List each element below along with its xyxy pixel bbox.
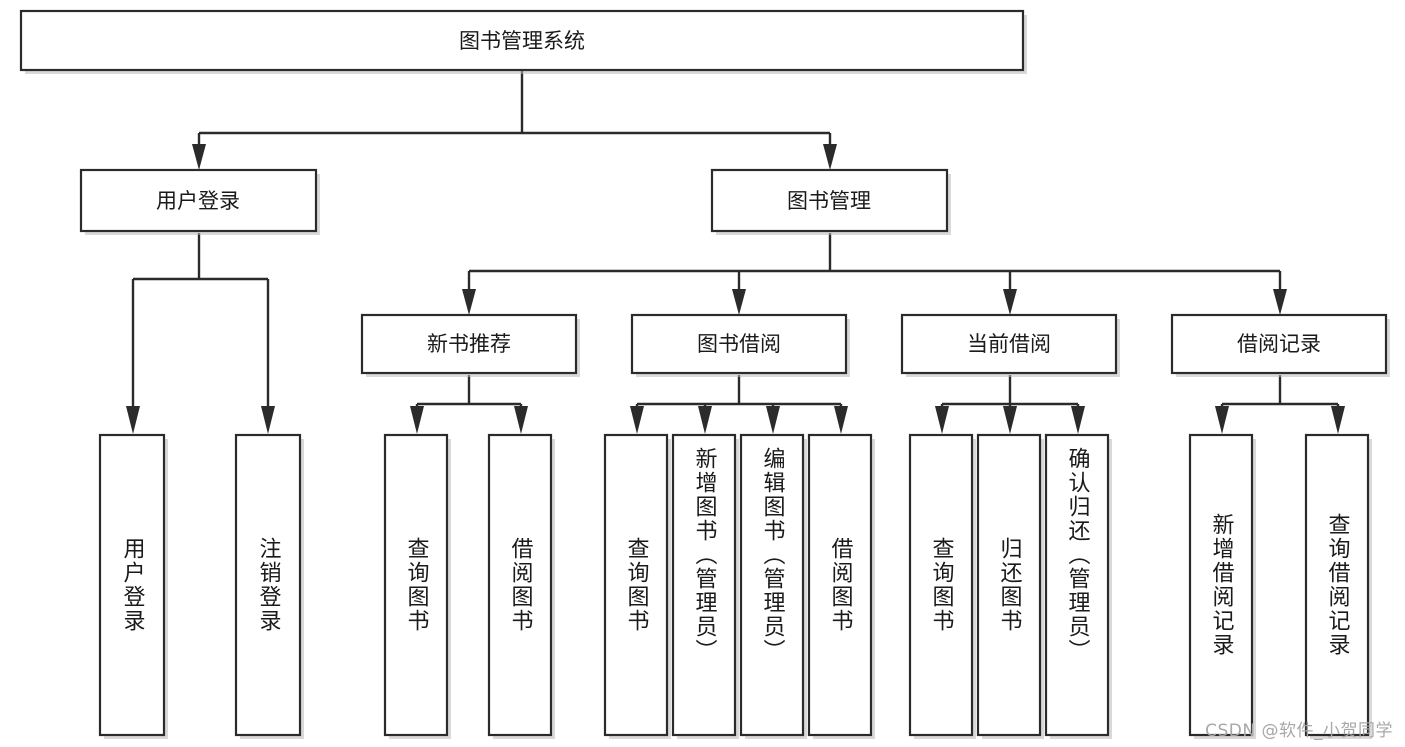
- leaf-query-book-2-box: [603, 433, 669, 737]
- arrow-to-leaf-query-book-3: [935, 406, 949, 434]
- book-manage-box: [710, 168, 949, 233]
- leaf-confirm-return-label: 确认归还（管理员）: [1065, 447, 1091, 663]
- leaf-query-book-3-box: [908, 433, 974, 737]
- new-book-recommend-label: 新书推荐: [427, 332, 511, 356]
- arrow-to-leaf-return-book: [1003, 406, 1017, 434]
- arrow-to-leaf-borrow-book-1: [514, 406, 528, 434]
- book-manage-label: 图书管理: [787, 189, 871, 213]
- leaf-user-login-box: [98, 433, 166, 737]
- connector-layer: [126, 70, 1345, 434]
- leaf-logout-box: [234, 433, 302, 737]
- node-leaf-user-login[interactable]: 用户登录: [98, 433, 168, 739]
- node-book-manage[interactable]: 图书管理: [710, 168, 951, 235]
- current-borrow-label: 当前借阅: [967, 332, 1051, 356]
- arrow-to-leaf-edit-book: [766, 406, 780, 434]
- leaf-edit-book-box: [739, 433, 805, 737]
- node-leaf-query-book-2[interactable]: 查询图书: [603, 433, 671, 739]
- leaf-add-book-box: [671, 433, 737, 737]
- arrow-to-new-book-recommend: [462, 289, 476, 315]
- arrow-to-leaf-borrow-book-2: [834, 406, 848, 434]
- leaf-query-book-3-label: 查询图书: [929, 537, 955, 633]
- user-login-label: 用户登录: [156, 189, 240, 213]
- leaf-edit-book-label: 编辑图书（管理员）: [760, 447, 786, 663]
- node-leaf-add-record[interactable]: 新增借阅记录: [1188, 433, 1256, 739]
- leaf-add-record-label: 新增借阅记录: [1209, 513, 1235, 657]
- leaf-add-book-label: 新增图书（管理员）: [692, 447, 718, 663]
- book-borrow-box: [630, 313, 848, 375]
- current-borrow-box: [900, 313, 1118, 375]
- node-leaf-borrow-book-1[interactable]: 借阅图书: [487, 433, 555, 739]
- arrow-to-leaf-logout: [261, 406, 275, 434]
- node-leaf-add-book[interactable]: 新增图书（管理员）: [671, 433, 739, 739]
- node-user-login[interactable]: 用户登录: [79, 168, 320, 235]
- new-book-recommend-box: [360, 313, 578, 375]
- csdn-watermark: CSDN @软件_小贺同学: [1205, 721, 1393, 741]
- leaf-borrow-book-2-box: [807, 433, 873, 737]
- leaf-return-book-box: [976, 433, 1042, 737]
- arrow-to-leaf-query-record: [1331, 406, 1345, 434]
- borrow-record-label: 借阅记录: [1237, 332, 1321, 356]
- root-box: [19, 9, 1025, 72]
- node-book-borrow[interactable]: 图书借阅: [630, 313, 850, 377]
- user-login-box: [79, 168, 318, 233]
- node-leaf-return-book[interactable]: 归还图书: [976, 433, 1044, 739]
- arrow-to-current-borrow: [1003, 289, 1017, 315]
- node-leaf-query-record[interactable]: 查询借阅记录: [1304, 433, 1372, 739]
- node-leaf-query-book-3[interactable]: 查询图书: [908, 433, 976, 739]
- leaf-query-record-label: 查询借阅记录: [1325, 513, 1351, 657]
- leaf-logout-label: 注销登录: [256, 537, 282, 633]
- leaf-borrow-book-1-label: 借阅图书: [508, 537, 534, 633]
- leaf-return-book-label: 归还图书: [997, 537, 1023, 633]
- book-borrow-label: 图书借阅: [697, 332, 781, 356]
- node-new-book-recommend[interactable]: 新书推荐: [360, 313, 580, 377]
- leaf-query-record-box: [1304, 433, 1370, 737]
- leaf-confirm-return-box: [1044, 433, 1110, 737]
- arrow-root-to-bookmanage: [823, 144, 837, 170]
- arrow-to-leaf-query-book-1: [410, 406, 424, 434]
- arrow-to-book-borrow: [732, 289, 746, 315]
- node-leaf-confirm-return[interactable]: 确认归还（管理员）: [1044, 433, 1112, 739]
- leaf-borrow-book-2-label: 借阅图书: [828, 537, 854, 633]
- leaf-add-record-box: [1188, 433, 1254, 737]
- node-leaf-borrow-book-2[interactable]: 借阅图书: [807, 433, 875, 739]
- node-leaf-logout[interactable]: 注销登录: [234, 433, 304, 739]
- node-borrow-record[interactable]: 借阅记录: [1170, 313, 1390, 377]
- root-label: 图书管理系统: [459, 29, 585, 53]
- node-current-borrow[interactable]: 当前借阅: [900, 313, 1120, 377]
- node-root[interactable]: 图书管理系统: [19, 9, 1027, 74]
- arrow-to-leaf-add-book: [698, 406, 712, 434]
- node-leaf-edit-book[interactable]: 编辑图书（管理员）: [739, 433, 807, 739]
- arrow-to-borrow-record: [1273, 289, 1287, 315]
- leaf-borrow-book-1-box: [487, 433, 553, 737]
- arrow-to-leaf-query-book-2: [630, 406, 644, 434]
- leaf-query-book-1-label: 查询图书: [404, 537, 430, 633]
- leaf-query-book-1-box: [383, 433, 449, 737]
- arrow-to-leaf-confirm-return: [1071, 406, 1085, 434]
- node-leaf-query-book-1[interactable]: 查询图书: [383, 433, 451, 739]
- arrow-to-leaf-user-login: [126, 406, 140, 434]
- leaf-query-book-2-label: 查询图书: [624, 537, 650, 633]
- leaf-user-login-label: 用户登录: [120, 537, 146, 633]
- borrow-record-box: [1170, 313, 1388, 375]
- arrow-to-leaf-add-record: [1215, 406, 1229, 434]
- arrow-root-to-userlogin: [192, 144, 206, 170]
